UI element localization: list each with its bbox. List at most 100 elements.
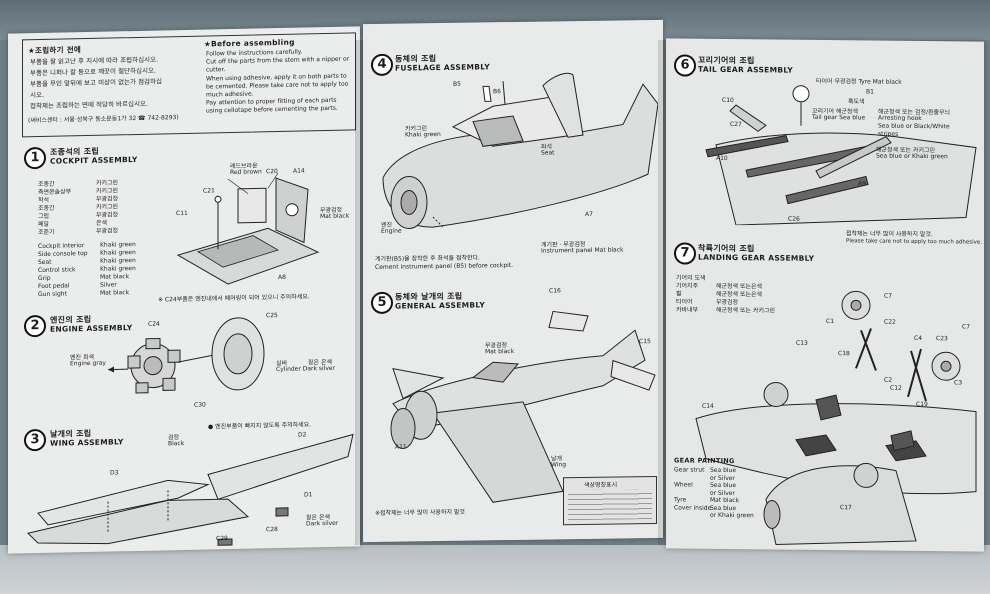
page-gutter-right bbox=[658, 40, 674, 545]
step-1-colors-ko-vals: 카키그린 카키그린 무광검정 카키그린 무광검정 은색 무광검정 bbox=[96, 179, 118, 235]
label-sb-en: Sea blue or Khaki green bbox=[876, 152, 948, 161]
color-en-val-7: Mat black bbox=[100, 289, 130, 297]
label-c19: C19 bbox=[916, 400, 928, 409]
label-c7b: C7 bbox=[962, 323, 971, 331]
color-ko-val-7: 무광검정 bbox=[96, 227, 119, 235]
before-list-en: Follow the instructions carefully. Cut o… bbox=[206, 48, 349, 117]
before-title-ko: ★조립하기 전에 bbox=[28, 45, 82, 56]
label-a10: A10 bbox=[716, 154, 728, 162]
label-c28: C28 bbox=[266, 526, 278, 534]
label-tyre: 타이어 무광검정 Tyre Mat black bbox=[816, 77, 902, 86]
label-matblack-en-5: Mat black bbox=[485, 347, 515, 356]
label-arrest-en: Arresting hook bbox=[878, 114, 922, 123]
gear-painting-title: GEAR PAINTING bbox=[674, 456, 735, 466]
step-1-colors-en-vals: Khaki green Khaki green Khaki green Khak… bbox=[100, 241, 136, 298]
label-c7a: C7 bbox=[884, 292, 893, 300]
label-c12: C12 bbox=[890, 384, 902, 392]
gear-item-1: Gear strut bbox=[674, 466, 705, 474]
tail-gear-drawing bbox=[705, 85, 977, 226]
before-list-ko: 부품을 잘 읽고난 후 지시에 따라 조립하십시오. 부품은 니퍼나 칼 등으로… bbox=[30, 54, 162, 112]
label-b1: B1 bbox=[866, 88, 874, 96]
label-a14: A14 bbox=[293, 167, 305, 175]
before-title-en: ★Before assembling bbox=[204, 37, 295, 49]
label-c11: C11 bbox=[176, 209, 188, 218]
label-c27: C27 bbox=[730, 121, 742, 129]
label-c18: C18 bbox=[838, 350, 850, 358]
label-d2: D2 bbox=[298, 431, 307, 439]
step-6-note-en: Please take care not to apply too much a… bbox=[846, 238, 983, 246]
gear-val-extra: or Khaki green bbox=[710, 511, 754, 520]
label-b6: B6 bbox=[493, 88, 501, 96]
general-assembly-drawing bbox=[390, 310, 656, 503]
label-hook: 훅도색 bbox=[848, 98, 865, 106]
color-table-title: 색상명칭표시 bbox=[584, 481, 618, 490]
engine-drawing bbox=[108, 317, 265, 394]
fuselage-drawing bbox=[382, 72, 658, 229]
label-wing-en: Wing bbox=[551, 461, 567, 469]
label-c25: C25 bbox=[266, 312, 278, 320]
label-arrest-en2: Sea blue or Black/White bbox=[878, 122, 950, 131]
label-c4: C4 bbox=[914, 334, 923, 343]
step-6-number: 6 bbox=[674, 54, 696, 77]
label-c3: C3 bbox=[954, 379, 963, 387]
label-c29: C29 bbox=[216, 535, 228, 543]
instruction-page-right: 6 꼬리기어의 조립 TAIL GEAR ASSEMBLY 타이어 무광검정 T… bbox=[666, 38, 984, 552]
page-gutter-left bbox=[355, 40, 371, 545]
step-6-note-ko: 접착제는 너무 많이 사용하지 말것. bbox=[846, 230, 933, 239]
label-c24: C24 bbox=[148, 320, 160, 328]
label-c20: C20 bbox=[266, 168, 278, 176]
label-c1: C1 bbox=[826, 318, 835, 326]
label-c22: C22 bbox=[884, 318, 896, 326]
label-b5: B5 bbox=[453, 80, 461, 88]
step-4-note-ko: 계기판(B5)을 장착한 후 좌석을 접착한다. bbox=[375, 254, 480, 263]
gear-painting-items: Gear strut Wheel Tyre Cover inside bbox=[674, 466, 711, 511]
instruction-page-left: ★조립하기 전에 부품을 잘 읽고난 후 지시에 따라 조립하십시오. 부품은 … bbox=[8, 26, 360, 554]
color-table: 색상명칭표시 bbox=[563, 475, 657, 526]
gear-item-6: Cover inside bbox=[674, 503, 712, 512]
label-grey-en: Engine gray bbox=[70, 359, 106, 368]
label-c10: C10 bbox=[722, 96, 734, 105]
label-silver-en: Cylinder Dark silver bbox=[276, 364, 336, 374]
label-c15: C15 bbox=[639, 338, 651, 346]
label-c23: C23 bbox=[936, 335, 948, 343]
label-c21: C21 bbox=[203, 187, 215, 195]
color-ko-val-5: 무광검정 bbox=[96, 211, 119, 219]
label-d1: D1 bbox=[304, 491, 313, 499]
landing-gear-drawing bbox=[695, 290, 977, 545]
color-ko-7: 조준기 bbox=[38, 228, 55, 237]
label-c2: C2 bbox=[884, 376, 893, 384]
label-red-en: Red brown bbox=[230, 168, 262, 177]
step-5-note: ※접착제는 너무 많이 사용하지 말것 bbox=[375, 508, 465, 517]
step-1-colors-en: Cockpit interior Side console top Seat C… bbox=[38, 242, 88, 299]
label-matblack-en: Mat black bbox=[320, 212, 350, 221]
gear-val-1: Sea blue bbox=[710, 466, 737, 475]
color-table-rows bbox=[568, 489, 652, 521]
label-tailgear-en: Tail gear Sea blue bbox=[812, 113, 866, 122]
label-panel-en: Instrument panel Mat black bbox=[541, 246, 624, 255]
label-c30: C30 bbox=[194, 401, 206, 409]
label-c17: C17 bbox=[840, 504, 852, 512]
label-d3: D3 bbox=[110, 469, 119, 477]
color-en-7: Gun sight bbox=[38, 290, 67, 299]
step-2-number: 2 bbox=[24, 314, 46, 338]
step-1-colors-ko: 조종간 측면콘솔상부 착석 조종간 그립 페달 조준기 bbox=[38, 180, 71, 237]
label-c13: C13 bbox=[796, 339, 808, 347]
label-a9: A9 bbox=[858, 180, 866, 188]
gear-painting-values: Sea blue or Silver Sea blue or Silver Ma… bbox=[710, 467, 754, 520]
label-c16: C16 bbox=[549, 287, 561, 295]
label-c26: C26 bbox=[788, 215, 800, 223]
wing-drawing bbox=[26, 433, 354, 546]
label-seat-en: Seat bbox=[541, 149, 555, 157]
gear-val-5: Mat black bbox=[710, 496, 740, 505]
label-khaki-en: Khaki green bbox=[405, 131, 441, 139]
instruction-page-middle: 4 동체의 조립 FUSELAGE ASSEMBLY B5 B6 카키그린 Kh… bbox=[363, 19, 663, 543]
gear-val-3: Sea blue bbox=[710, 481, 737, 490]
label-engine-en: Engine bbox=[381, 227, 402, 235]
label-c14: C14 bbox=[702, 402, 714, 410]
table-surface bbox=[0, 545, 990, 594]
label-a7: A7 bbox=[585, 210, 593, 218]
color-en-2: Side console top bbox=[38, 250, 88, 259]
step-6-title-en: TAIL GEAR ASSEMBLY bbox=[698, 64, 794, 75]
color-ko-2: 측면콘솔상부 bbox=[38, 188, 72, 197]
step-1-title-en: COCKPIT ASSEMBLY bbox=[50, 154, 138, 166]
